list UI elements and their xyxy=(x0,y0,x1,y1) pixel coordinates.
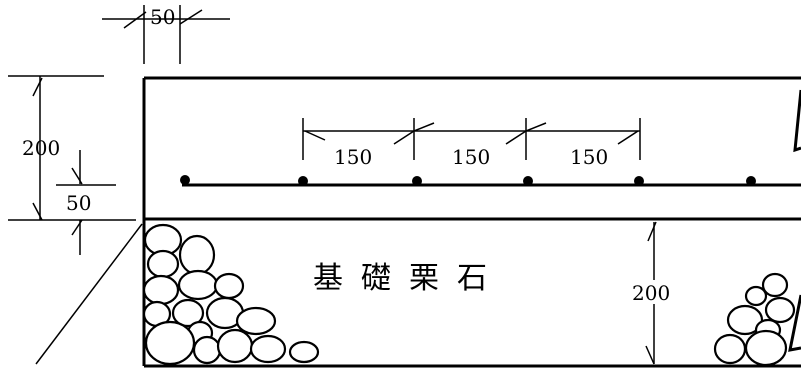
rebar-dot xyxy=(523,176,533,186)
spacing-3-text: 150 xyxy=(570,145,608,169)
foundation-fill-label: 基礎栗石 xyxy=(313,261,505,296)
break-line-top xyxy=(793,89,801,153)
rebar-dot xyxy=(298,176,308,186)
break-line-bottom xyxy=(788,294,801,352)
slab-thickness-text: 200 xyxy=(22,136,60,160)
rebar-dot xyxy=(180,175,190,185)
rebar-dot xyxy=(746,176,756,186)
bar-cover-text: 50 xyxy=(66,191,91,215)
dimension-bar-spacing: 150 150 150 xyxy=(302,118,641,169)
dimension-bar-cover: 50 xyxy=(56,150,116,255)
top-cover-text: 50 xyxy=(150,5,175,29)
gravel-stones-right xyxy=(713,272,796,367)
dimension-slab-thickness: 200 xyxy=(8,75,136,221)
base-depth-text: 200 xyxy=(632,281,670,305)
rebar-dot xyxy=(634,176,644,186)
excavation-slope-line xyxy=(35,223,143,365)
spacing-1-text: 150 xyxy=(334,145,372,169)
dimension-base-depth: 200 xyxy=(628,221,678,365)
rebar-dot xyxy=(412,176,422,186)
spacing-2-text: 150 xyxy=(452,145,490,169)
gravel-stones-left xyxy=(142,223,320,366)
dimension-top-cover: 50 xyxy=(102,5,230,64)
